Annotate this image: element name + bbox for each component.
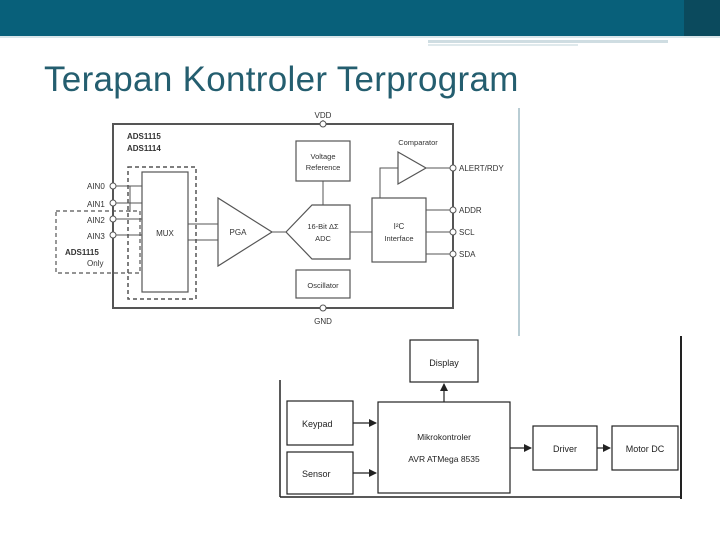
- display-label: Display: [429, 358, 459, 368]
- driver-block: [532, 425, 598, 471]
- alert-pin: [449, 164, 457, 172]
- voltage-reference-block: [295, 140, 351, 182]
- vdd-pin: [319, 120, 327, 128]
- microcontroller-model: AVR ATMega 8535: [408, 454, 480, 464]
- motor-dc-label: Motor DC: [626, 444, 665, 454]
- sensor-label: Sensor: [302, 469, 331, 479]
- pga-label: PGA: [230, 228, 248, 237]
- ain1-pin: [109, 199, 117, 207]
- i2c-label: Interface: [384, 234, 413, 243]
- banner-accent-line: [0, 36, 720, 38]
- ads1115-diagram: ADS1115 ADS1114 VDD GND AIN0 AIN1 AIN2 A…: [55, 111, 504, 326]
- i2c-interface-block: [371, 197, 427, 263]
- ain1-label: AIN1: [87, 200, 105, 209]
- gnd-label: GND: [314, 317, 332, 326]
- mux-dashed-region: [127, 166, 197, 300]
- vref-label: Reference: [306, 163, 341, 172]
- ads-part-label: ADS1114: [127, 144, 161, 153]
- adc-label: 16-Bit ΔΣ: [307, 222, 339, 231]
- alert-label: ALERT/RDY: [459, 164, 504, 173]
- comparator-block: [397, 150, 428, 186]
- mux-label: MUX: [156, 229, 174, 238]
- sda-pin: [449, 250, 457, 258]
- microcontroller-block: [377, 401, 511, 494]
- system-diagram: Display Keypad Sensor Mikrokontroler AVR…: [279, 336, 683, 499]
- addr-pin: [449, 206, 457, 214]
- sensor-block: [286, 451, 354, 495]
- ain0-label: AIN0: [87, 182, 105, 191]
- motor-dc-block: [611, 425, 679, 471]
- sda-label: SDA: [459, 250, 476, 259]
- vref-label: Voltage: [310, 152, 335, 161]
- driver-label: Driver: [553, 444, 577, 454]
- ain2-pin: [109, 215, 117, 223]
- slide-title: Terapan Kontroler Terprogram: [44, 60, 519, 99]
- top-banner-corner: [684, 0, 720, 36]
- keypad-label: Keypad: [302, 419, 333, 429]
- adc-label: ADC: [315, 234, 331, 243]
- banner-accent-line: [428, 44, 578, 46]
- keypad-block: [286, 400, 354, 446]
- scl-pin: [449, 228, 457, 236]
- microcontroller-label: Mikrokontroler: [417, 432, 471, 442]
- ain3-pin: [109, 231, 117, 239]
- ain3-label: AIN3: [87, 232, 105, 241]
- banner-accent-line: [428, 40, 668, 43]
- addr-label: ADDR: [459, 206, 482, 215]
- mux-block: [141, 171, 189, 293]
- oscillator-label: Oscillator: [307, 281, 339, 290]
- ain0-pin: [109, 182, 117, 190]
- ads1115-only-region: [55, 210, 141, 274]
- comparator-label: Comparator: [398, 138, 438, 147]
- ads1115-only-note: ADS1115: [65, 248, 99, 257]
- display-block: [409, 339, 479, 383]
- gnd-pin: [319, 304, 327, 312]
- top-banner: [0, 0, 720, 36]
- ads-part-label: ADS1115: [127, 132, 161, 141]
- i2c-label: I²C: [394, 222, 405, 231]
- ads1115-only-note: Only: [87, 259, 103, 268]
- pga-block: [217, 196, 274, 268]
- ain2-label: AIN2: [87, 216, 105, 225]
- vdd-label: VDD: [315, 111, 332, 120]
- divider-line: [518, 108, 520, 336]
- scl-label: SCL: [459, 228, 475, 237]
- oscillator-block: [295, 269, 351, 299]
- adc-block: [285, 204, 351, 260]
